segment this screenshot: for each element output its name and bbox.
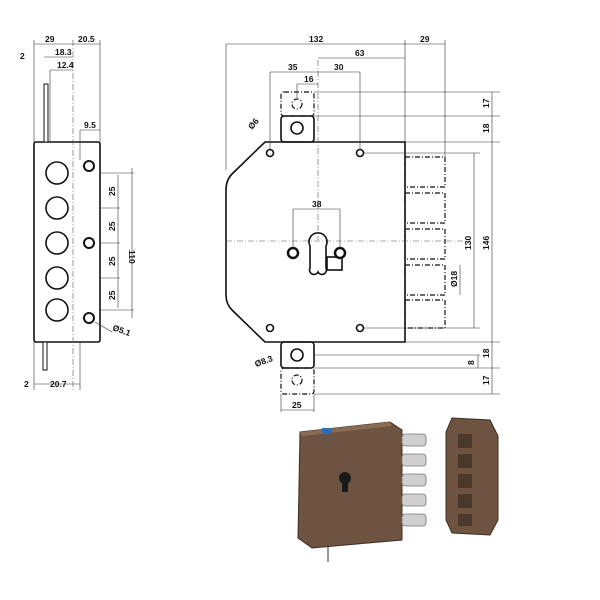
dim-25: 25 <box>107 290 117 300</box>
front-view: 132 29 63 35 30 16 38 17 18 130 146 Ø18 … <box>225 34 500 412</box>
dim-17-bottom: 17 <box>481 375 491 385</box>
photo-bolts <box>401 433 427 527</box>
bottom-tab-extended <box>280 367 315 395</box>
top-tab <box>280 115 315 143</box>
front-body <box>225 141 406 343</box>
side-pin-top <box>43 83 49 143</box>
side-pin-bottom <box>42 341 48 371</box>
dim-hole-5-1: Ø5.1 <box>111 322 132 338</box>
dim-132: 132 <box>309 34 323 44</box>
dim-20-7: 20.7 <box>50 379 67 389</box>
dim-35: 35 <box>288 62 298 72</box>
dim-29: 29 <box>45 34 55 44</box>
bottom-tab <box>280 341 315 369</box>
dim-25: 25 <box>107 256 117 266</box>
dim-130: 130 <box>463 236 473 250</box>
cam <box>326 256 343 271</box>
dim-18-bottom: 18 <box>481 348 491 358</box>
lock-photo <box>297 417 499 562</box>
dim-29: 29 <box>420 34 430 44</box>
side-screws <box>83 160 95 324</box>
dim-2-top: 2 <box>20 51 25 61</box>
side-body <box>33 141 101 343</box>
dim-18-top: 18 <box>481 123 491 133</box>
lock-case <box>297 421 403 549</box>
dim-18-3: 18.3 <box>55 47 72 57</box>
side-bolt-holes <box>45 161 69 322</box>
dim-12-4: 12.4 <box>57 60 74 70</box>
dim-20-5: 20.5 <box>78 34 95 44</box>
dim-63: 63 <box>355 48 365 58</box>
dim-16: 16 <box>304 74 314 84</box>
dim-38: 38 <box>312 199 322 209</box>
dim-hole-8-3: Ø8.3 <box>253 353 274 369</box>
dim-146: 146 <box>481 236 491 250</box>
dim-hole-6: Ø6 <box>246 116 261 131</box>
dim-bolt-18: Ø18 <box>449 271 459 287</box>
strike-holes <box>458 434 472 526</box>
dim-8: 8 <box>466 360 476 365</box>
corner-screws <box>265 148 365 333</box>
top-tab-extended <box>280 91 315 117</box>
dim-30: 30 <box>334 62 344 72</box>
dim-25: 25 <box>292 400 302 410</box>
dim-17-top: 17 <box>481 98 491 108</box>
dim-25: 25 <box>107 186 117 196</box>
side-view: 29 20.5 2 18.3 12.4 9.5 25 25 25 25 110 … <box>20 34 137 390</box>
dim-2-bottom: 2 <box>24 379 29 389</box>
dim-110: 110 <box>127 250 137 264</box>
brand-badge <box>322 428 332 434</box>
dim-25: 25 <box>107 221 117 231</box>
bolts-extended <box>404 156 446 329</box>
dim-9-5: 9.5 <box>84 120 96 130</box>
